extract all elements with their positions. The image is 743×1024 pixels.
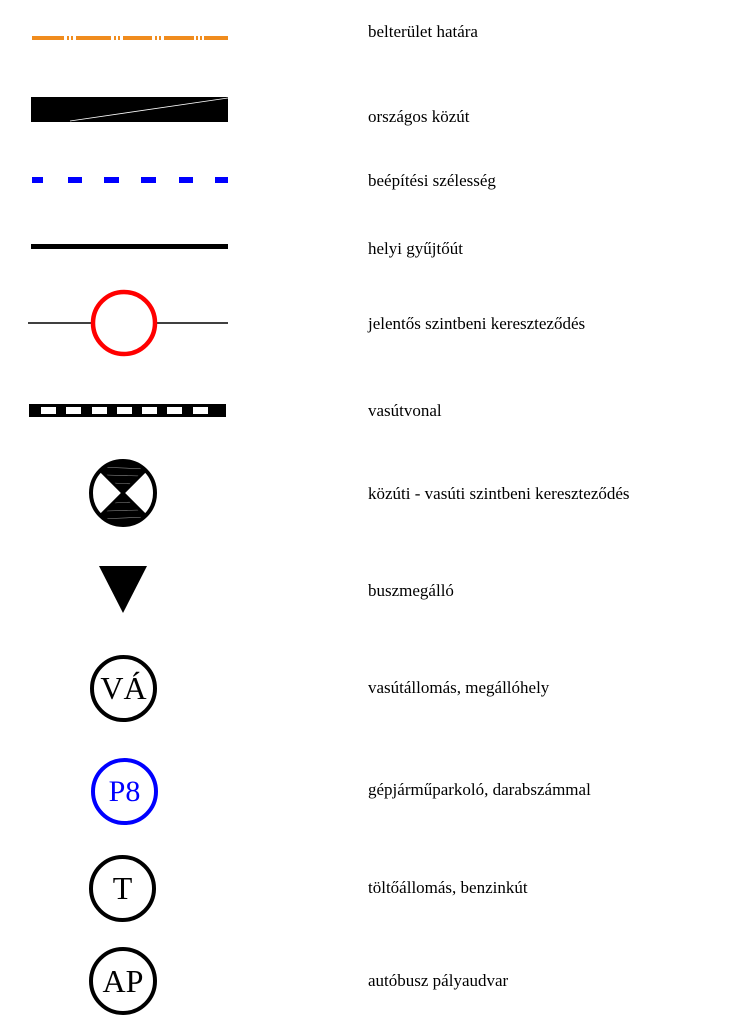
legend-label: helyi gyűjtőút	[368, 239, 463, 258]
legend-row-road-rail-crossing: közúti - vasúti szintbeni kereszteződés	[0, 455, 743, 535]
bus-stop-triangle-icon	[99, 566, 147, 613]
legend-row-bus-terminal: AP autóbusz pályaudvar	[0, 945, 743, 1024]
thick-black-line-icon	[31, 244, 228, 249]
blue-dashed-line-icon	[32, 177, 228, 183]
legend-row-parking: P8 gépjárműparkoló, darabszámmal	[0, 755, 743, 835]
legend-label: jelentős szintbeni kereszteződés	[368, 314, 586, 333]
legend-label: töltőállomás, benzinkút	[368, 878, 528, 897]
legend-label: belterület határa	[368, 22, 478, 41]
legend-row-local-collector-road: helyi gyűjtőút	[0, 225, 743, 265]
railway-station-icon: VÁ	[90, 655, 157, 722]
legend-label: közúti - vasúti szintbeni kereszteződés	[368, 484, 630, 503]
legend-row-building-width: beépítési szélesség	[0, 160, 743, 200]
legend-label: gépjárműparkoló, darabszámmal	[368, 780, 591, 799]
fuel-station-icon: T	[89, 855, 156, 922]
legend-row-bus-stop: buszmegálló	[0, 560, 743, 620]
railway-line-icon	[29, 404, 226, 417]
tapered-black-bar-icon	[31, 97, 229, 122]
road-rail-crossing-icon	[89, 459, 157, 527]
legend-row-national-road: országos közút	[0, 90, 743, 130]
legend-label: országos közút	[368, 107, 470, 126]
legend-label: vasútvonal	[368, 401, 442, 420]
bus-terminal-icon: AP	[89, 947, 157, 1015]
orange-dash-dot-line-icon	[32, 36, 228, 40]
legend-row-major-level-crossing: jelentős szintbeni kereszteződés	[0, 285, 743, 365]
legend-row-railway-station: VÁ vasútállomás, megállóhely	[0, 650, 743, 730]
legend-row-inner-area-boundary: belterület határa	[0, 20, 743, 60]
legend-label: buszmegálló	[368, 581, 454, 600]
parking-icon: P8	[91, 758, 158, 825]
red-circle-on-line-icon	[28, 289, 228, 357]
legend-row-railway-line: vasútvonal	[0, 390, 743, 430]
legend-label: beépítési szélesség	[368, 171, 496, 190]
legend-label: vasútállomás, megállóhely	[368, 678, 550, 697]
legend-label: autóbusz pályaudvar	[368, 971, 509, 990]
legend-row-fuel-station: T töltőállomás, benzinkút	[0, 850, 743, 930]
